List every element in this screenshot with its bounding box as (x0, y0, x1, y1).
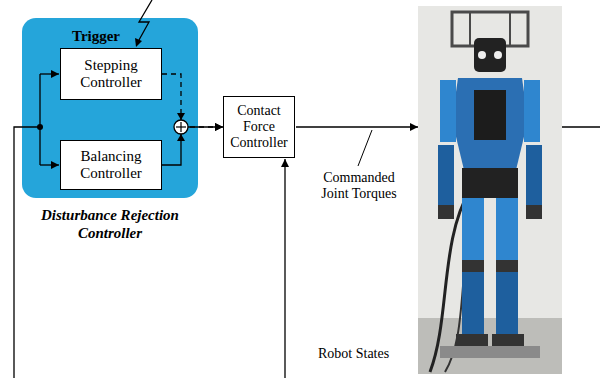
robot-hand (438, 205, 454, 219)
input-arrow (40, 164, 59, 165)
summing-junction (174, 120, 188, 134)
robot-eye (478, 51, 486, 59)
region-heading: Disturbance Rejection Controller (22, 206, 198, 242)
junction-dot (37, 124, 43, 130)
robot-shin (462, 272, 484, 334)
force-plate (440, 346, 540, 358)
robot-pelvis (462, 168, 518, 198)
robot-knee (496, 260, 518, 272)
output-wire (562, 126, 600, 127)
box-label: Stepping Controller (66, 57, 156, 92)
controller-region: Disturbance Rejection ControllerStepping… (22, 18, 198, 198)
torque-arrow (296, 126, 418, 127)
leader-line (358, 130, 372, 166)
robot-forearm (438, 145, 454, 205)
robot-arm (440, 80, 456, 142)
robot-photo (418, 6, 562, 374)
robot-torso (452, 78, 528, 170)
signal-label: Robot States (318, 346, 389, 362)
photo-background (418, 6, 562, 374)
summing-plus (180, 122, 181, 132)
robot-forearm (526, 145, 542, 205)
robot-foot (456, 334, 488, 346)
robot-shin (496, 272, 518, 334)
robot-arm (524, 80, 540, 142)
trigger-label: Trigger (72, 28, 120, 45)
robot-frame-bar (509, 12, 511, 46)
label-box: Commanded Joint Torques (316, 170, 402, 202)
robot-thigh (462, 198, 484, 260)
robot-chest (474, 90, 506, 140)
process-box: Contact Force Controller (223, 96, 295, 158)
signal-label: Commanded Joint Torques (316, 170, 402, 202)
label-box: Trigger (72, 28, 120, 45)
box-label: Contact Force Controller (229, 103, 289, 151)
state-arrow (284, 159, 285, 378)
robot-thigh (496, 198, 518, 260)
robot-frame-bar (469, 12, 471, 46)
box-label: Balancing Controller (66, 148, 156, 183)
robot-foot (492, 334, 524, 346)
branch-wire (39, 74, 40, 165)
robot-knee (462, 260, 484, 272)
robot-eye (494, 51, 502, 59)
label-box: Robot States (318, 346, 389, 362)
robot-head (474, 38, 506, 72)
input-arrow (40, 73, 59, 74)
robot-hand (526, 205, 542, 219)
process-box: Balancing Controller (60, 140, 162, 190)
process-box: Stepping Controller (60, 48, 162, 100)
